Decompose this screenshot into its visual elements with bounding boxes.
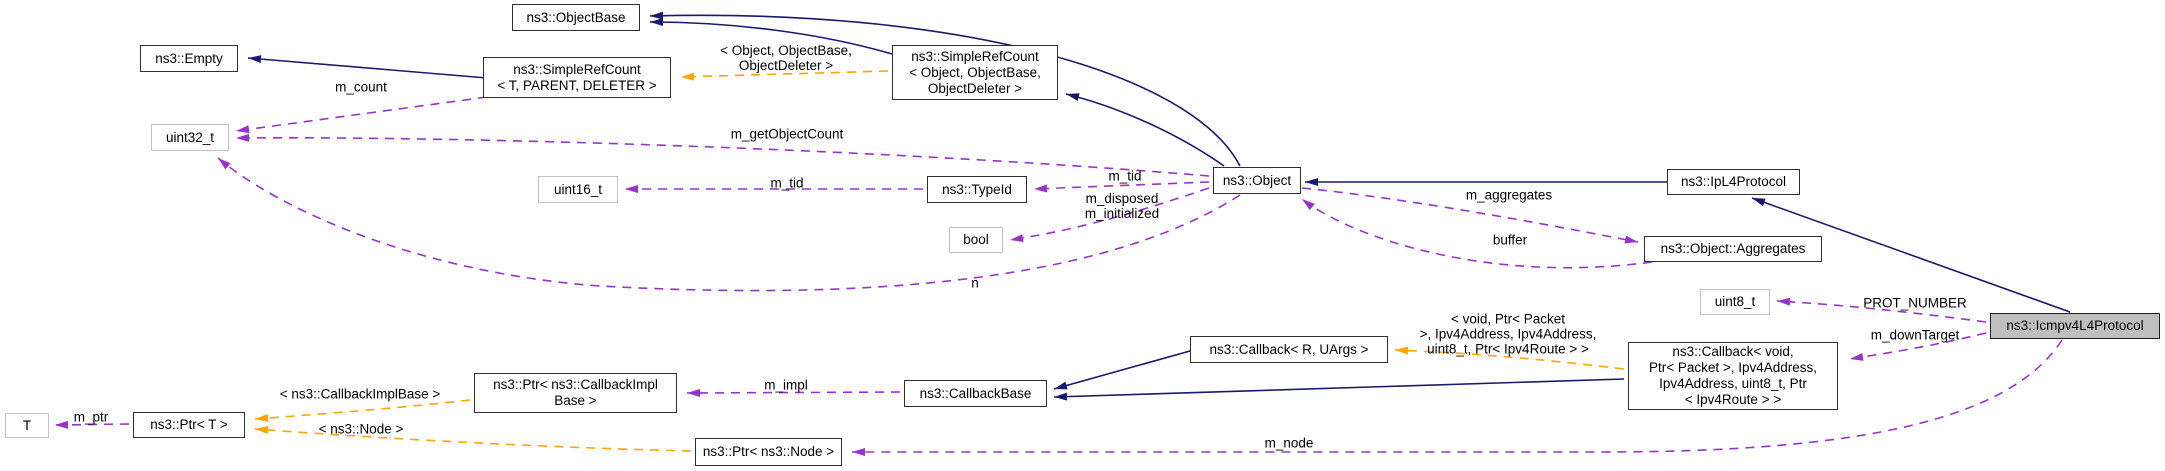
edge-prot-number [1776,297,1987,323]
class-node-callback-void[interactable]: ns3::Callback< void, Ptr< Packet >, Ipv4… [1628,342,1838,410]
edge-object-to-simplerefcountobj [1065,93,1225,167]
class-node-objectbase[interactable]: ns3::ObjectBase [512,4,640,31]
class-node-simplerefcount-t[interactable]: ns3::SimpleRefCount < T, PARENT, DELETER… [483,57,671,98]
edge-m-disposed [1009,187,1210,242]
class-node-ipl4protocol[interactable]: ns3::IpL4Protocol [1667,169,1800,195]
class-node-uint8-t: uint8_t [1700,289,1770,315]
class-node-object-aggregates[interactable]: ns3::Object::Aggregates [1644,236,1822,262]
edge-tmpl-callback [1394,346,1625,370]
class-node-uint16-t: uint16_t [538,176,618,203]
edge-simplerefcountobj-to-objectbase [649,18,893,55]
edge-m-impl [686,388,901,397]
class-node-ptr-t[interactable]: ns3::Ptr< T > [133,412,245,438]
class-node-simplerefcount-object[interactable]: ns3::SimpleRefCount < Object, ObjectBase… [892,45,1058,100]
class-node-typeid[interactable]: ns3::TypeId [927,176,1027,203]
edge-simplerefcount-to-empty [247,55,488,79]
class-node-ptr-callbackimplbase[interactable]: ns3::Ptr< ns3::CallbackImpl Base > [474,373,677,413]
edge-callbackr-to-callbackbase [1053,350,1191,390]
edge-m-downtarget [1849,332,1987,361]
class-node-object[interactable]: ns3::Object [1213,167,1301,194]
edge-tmpl-callbackimpl [254,399,471,423]
edge-buffer [1301,198,1653,269]
class-node-bool: bool [949,227,1003,253]
edge-n [217,157,1241,292]
class-node-callback-r-uargs[interactable]: ns3::Callback< R, UArgs > [1190,336,1388,363]
class-node-icmpv4l4protocol[interactable]: ns3::Icmpv4L4Protocol [1990,313,2160,339]
edge-m-tid-object [1033,181,1210,193]
edge-m-getobjectcount [235,133,1210,177]
class-node-t: T [5,413,49,438]
edge-tmpl-simplerefcount [680,70,889,81]
class-node-empty[interactable]: ns3::Empty [140,45,238,72]
class-node-callbackbase[interactable]: ns3::CallbackBase [904,380,1047,407]
edge-m-ptr [54,420,130,429]
edge-m-count [235,96,488,134]
class-node-uint32-t: uint32_t [151,124,229,151]
edge-tmpl-node [254,425,692,452]
class-node-ptr-node[interactable]: ns3::Ptr< ns3::Node > [695,438,842,466]
edge-m-aggregates [1301,187,1639,244]
edge-icmpv4-to-ipl4 [1751,197,2071,313]
edge-callbackvoid-to-callbackbase [1053,378,1625,401]
